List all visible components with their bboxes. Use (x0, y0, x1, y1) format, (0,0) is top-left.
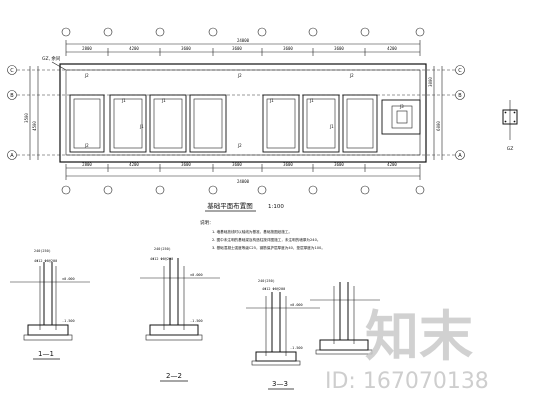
right-dim-1: 3000 (428, 77, 433, 87)
top-axis-bubbles (61, 27, 425, 37)
section-1-note: 4Φ12 Φ6@200 (34, 259, 57, 263)
bay-small (381, 99, 421, 135)
top-dim-3: 3600 (181, 46, 191, 51)
section-3-note: 4Φ12 Φ6@200 (262, 287, 285, 291)
section-2-2: 240(250) 4Φ12 Φ6@200 ±0.000 -1.500 2—2 (140, 247, 220, 382)
row-label-a: A (10, 153, 14, 159)
note-line: 1. 墙基础放线时以轴线为基准，基础按图纸施工。 (212, 229, 292, 234)
row-axis-b: B B (7, 90, 465, 100)
section-3-elev2: -1.500 (290, 346, 303, 350)
beam-label: J1 (309, 98, 314, 103)
section-3-elev1: ±0.000 (290, 303, 303, 307)
foundation-outline (59, 63, 427, 163)
top-dim-2: 4200 (129, 46, 139, 51)
bottom-dim-2: 4200 (129, 162, 139, 167)
bottom-dim-3: 3600 (181, 162, 191, 167)
top-dim-5: 3600 (283, 46, 293, 51)
row-label-b: B (10, 93, 14, 99)
row-label-a-right: A (458, 153, 462, 159)
bay-6 (302, 94, 340, 153)
plan-scale: 1:100 (268, 204, 284, 210)
beam-label: J1 (139, 124, 144, 129)
top-dim-6: 3600 (334, 46, 344, 51)
beam-label: J2 (237, 73, 242, 78)
section-1-label: 1—1 (38, 350, 54, 358)
section-1-elev1: ±0.000 (62, 277, 75, 281)
plan-title: 基础平面布置图 (207, 201, 253, 210)
top-dim-1: 2800 (82, 46, 92, 51)
gz-detail: GZ (502, 100, 518, 152)
row-label-c-right: C (458, 68, 462, 74)
section-2-top-dim: 240(250) (154, 247, 171, 251)
foundation-bays (69, 94, 421, 153)
top-dim-7: 4200 (387, 46, 397, 51)
bay-1 (69, 94, 105, 153)
notes-block: 说明： 1. 墙基础放线时以轴线为基准，基础按图纸施工。 2. 图中未注明的基础… (200, 219, 325, 250)
bay-4 (189, 94, 227, 153)
beam-label: J2 (237, 143, 242, 148)
left-dim-2: 4500 (32, 121, 37, 131)
gz-column (502, 109, 518, 125)
beam-label: J1 (269, 98, 274, 103)
top-dim-4: 3600 (232, 46, 242, 51)
bottom-axis-bubbles (61, 185, 425, 195)
section-2-elev2: -1.500 (190, 319, 203, 323)
bay-7 (342, 94, 378, 153)
section-1-top-dim: 240(250) (34, 249, 51, 253)
watermark-logo: 知末 (365, 305, 473, 368)
beam-label: J1 (121, 98, 126, 103)
section-2-note: 4Φ12 Φ6@200 (150, 257, 173, 261)
bay-3 (149, 94, 187, 153)
bottom-dim-6: 3600 (334, 162, 344, 167)
section-3-top-dim: 240(250) (258, 279, 275, 283)
gz-callout: GZ, 余同 (42, 55, 61, 62)
section-3-label: 3—3 (272, 380, 288, 388)
section-2-label: 2—2 (166, 372, 182, 380)
section-3-3: 240(250) 4Φ12 Φ6@200 ±0.000 -1.500 3—3 (246, 279, 320, 390)
bottom-dim-5: 3600 (283, 162, 293, 167)
bottom-dim-1: 2800 (82, 162, 92, 167)
beam-label: J1 (161, 98, 166, 103)
bottom-dim-7: 4200 (387, 162, 397, 167)
note-line: 3. 基础混凝土强度等级C25，钢筋保护层厚度为40，垫层厚度为100。 (212, 245, 325, 250)
notes-heading: 说明： (200, 219, 214, 226)
watermark-id: ID: 167070138 (325, 369, 489, 394)
watermark: 知末 ID: 167070138 (325, 305, 489, 394)
gz-label: GZ (507, 146, 514, 152)
wall-outline (65, 69, 421, 156)
section-4 (310, 282, 380, 355)
beam-labels: J2 J1 J1 J1 J1 J2 J2 J2 J2 J1 J1 J3 (84, 73, 404, 148)
left-dim-1: 3500 (24, 113, 29, 123)
bay-5 (262, 94, 300, 153)
section-1-elev2: -1.500 (62, 319, 75, 323)
beam-label: J3 (399, 104, 404, 109)
section-2-elev1: ±0.000 (190, 273, 203, 277)
bottom-dim-4: 3600 (232, 162, 242, 167)
right-dim-2: 6000 (436, 121, 441, 131)
foundation-plan: 2800 4200 3600 3600 3600 3600 4200 24000… (7, 27, 518, 212)
row-label-c: C (10, 68, 14, 74)
beam-label: J1 (329, 124, 334, 129)
row-label-b-right: B (458, 93, 462, 99)
beam-label: J2 (349, 73, 354, 78)
note-line: 2. 图中未注明的基础梁及构造柱按详图施工，未注明的墙厚为240。 (212, 237, 320, 242)
beam-label: J2 (84, 73, 89, 78)
beam-label: J2 (84, 143, 89, 148)
section-1-1: 240(250) 4Φ12 Φ6@200 ±0.000 -1.500 1—1 (10, 249, 90, 360)
bay-2 (109, 94, 147, 153)
top-total-dim: 24000 (237, 38, 250, 43)
bottom-total-dim: 24000 (237, 179, 250, 184)
